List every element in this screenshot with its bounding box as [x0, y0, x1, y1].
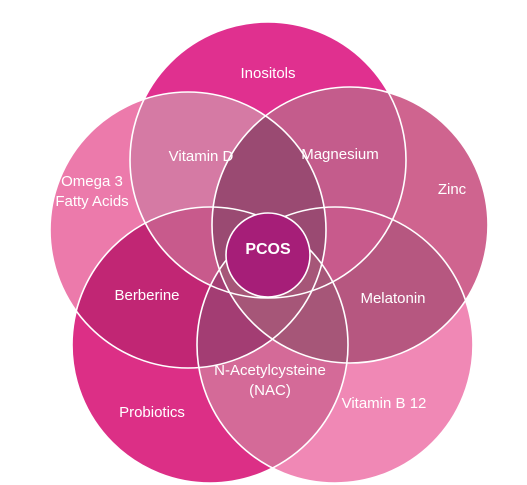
- label-probiotics: Probiotics: [119, 404, 185, 421]
- label-magnesium: Magnesium: [301, 146, 379, 163]
- label-zinc: Zinc: [438, 181, 467, 198]
- label-inositols: Inositols: [240, 65, 295, 82]
- label-melatonin: Melatonin: [360, 290, 425, 307]
- label-line: Fatty Acids: [55, 193, 128, 210]
- label-nac: N-Acetylcysteine (NAC): [214, 362, 326, 399]
- label-line: Omega 3: [61, 173, 123, 190]
- label-omega3: Omega 3 Fatty Acids: [55, 173, 128, 210]
- label-vitamin-b12: Vitamin B 12: [342, 395, 427, 412]
- pcos-label: PCOS: [245, 241, 291, 258]
- label-line: (NAC): [249, 382, 291, 399]
- label-berberine: Berberine: [114, 287, 179, 304]
- pcos-center-circle: [225, 212, 311, 298]
- label-line: N-Acetylcysteine: [214, 362, 326, 379]
- circle-outlines: [49, 21, 489, 484]
- label-vitamin-d: Vitamin D: [169, 148, 234, 165]
